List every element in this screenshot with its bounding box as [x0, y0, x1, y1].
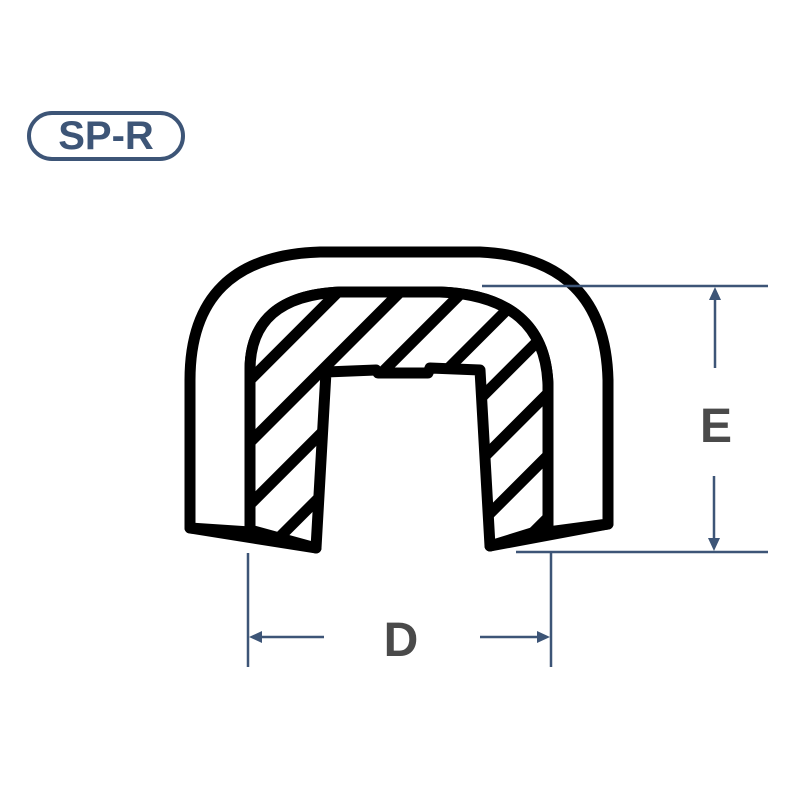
arrow-up-icon — [709, 287, 721, 300]
dimension-d-label: D — [384, 614, 419, 667]
insert-outline — [244, 286, 554, 554]
arrow-right-icon — [537, 631, 550, 643]
dimension-e: E — [482, 284, 768, 554]
model-badge: SP-R — [27, 111, 185, 161]
dimension-d: D — [246, 553, 553, 667]
hatched-insert — [250, 292, 548, 548]
bottom-right-edge — [484, 518, 614, 552]
model-badge-label: SP-R — [58, 114, 154, 158]
arrow-down-icon — [708, 538, 720, 551]
bottom-left-edge — [184, 522, 322, 554]
arrow-left-icon — [249, 631, 262, 643]
dimension-e-label: E — [700, 400, 732, 453]
